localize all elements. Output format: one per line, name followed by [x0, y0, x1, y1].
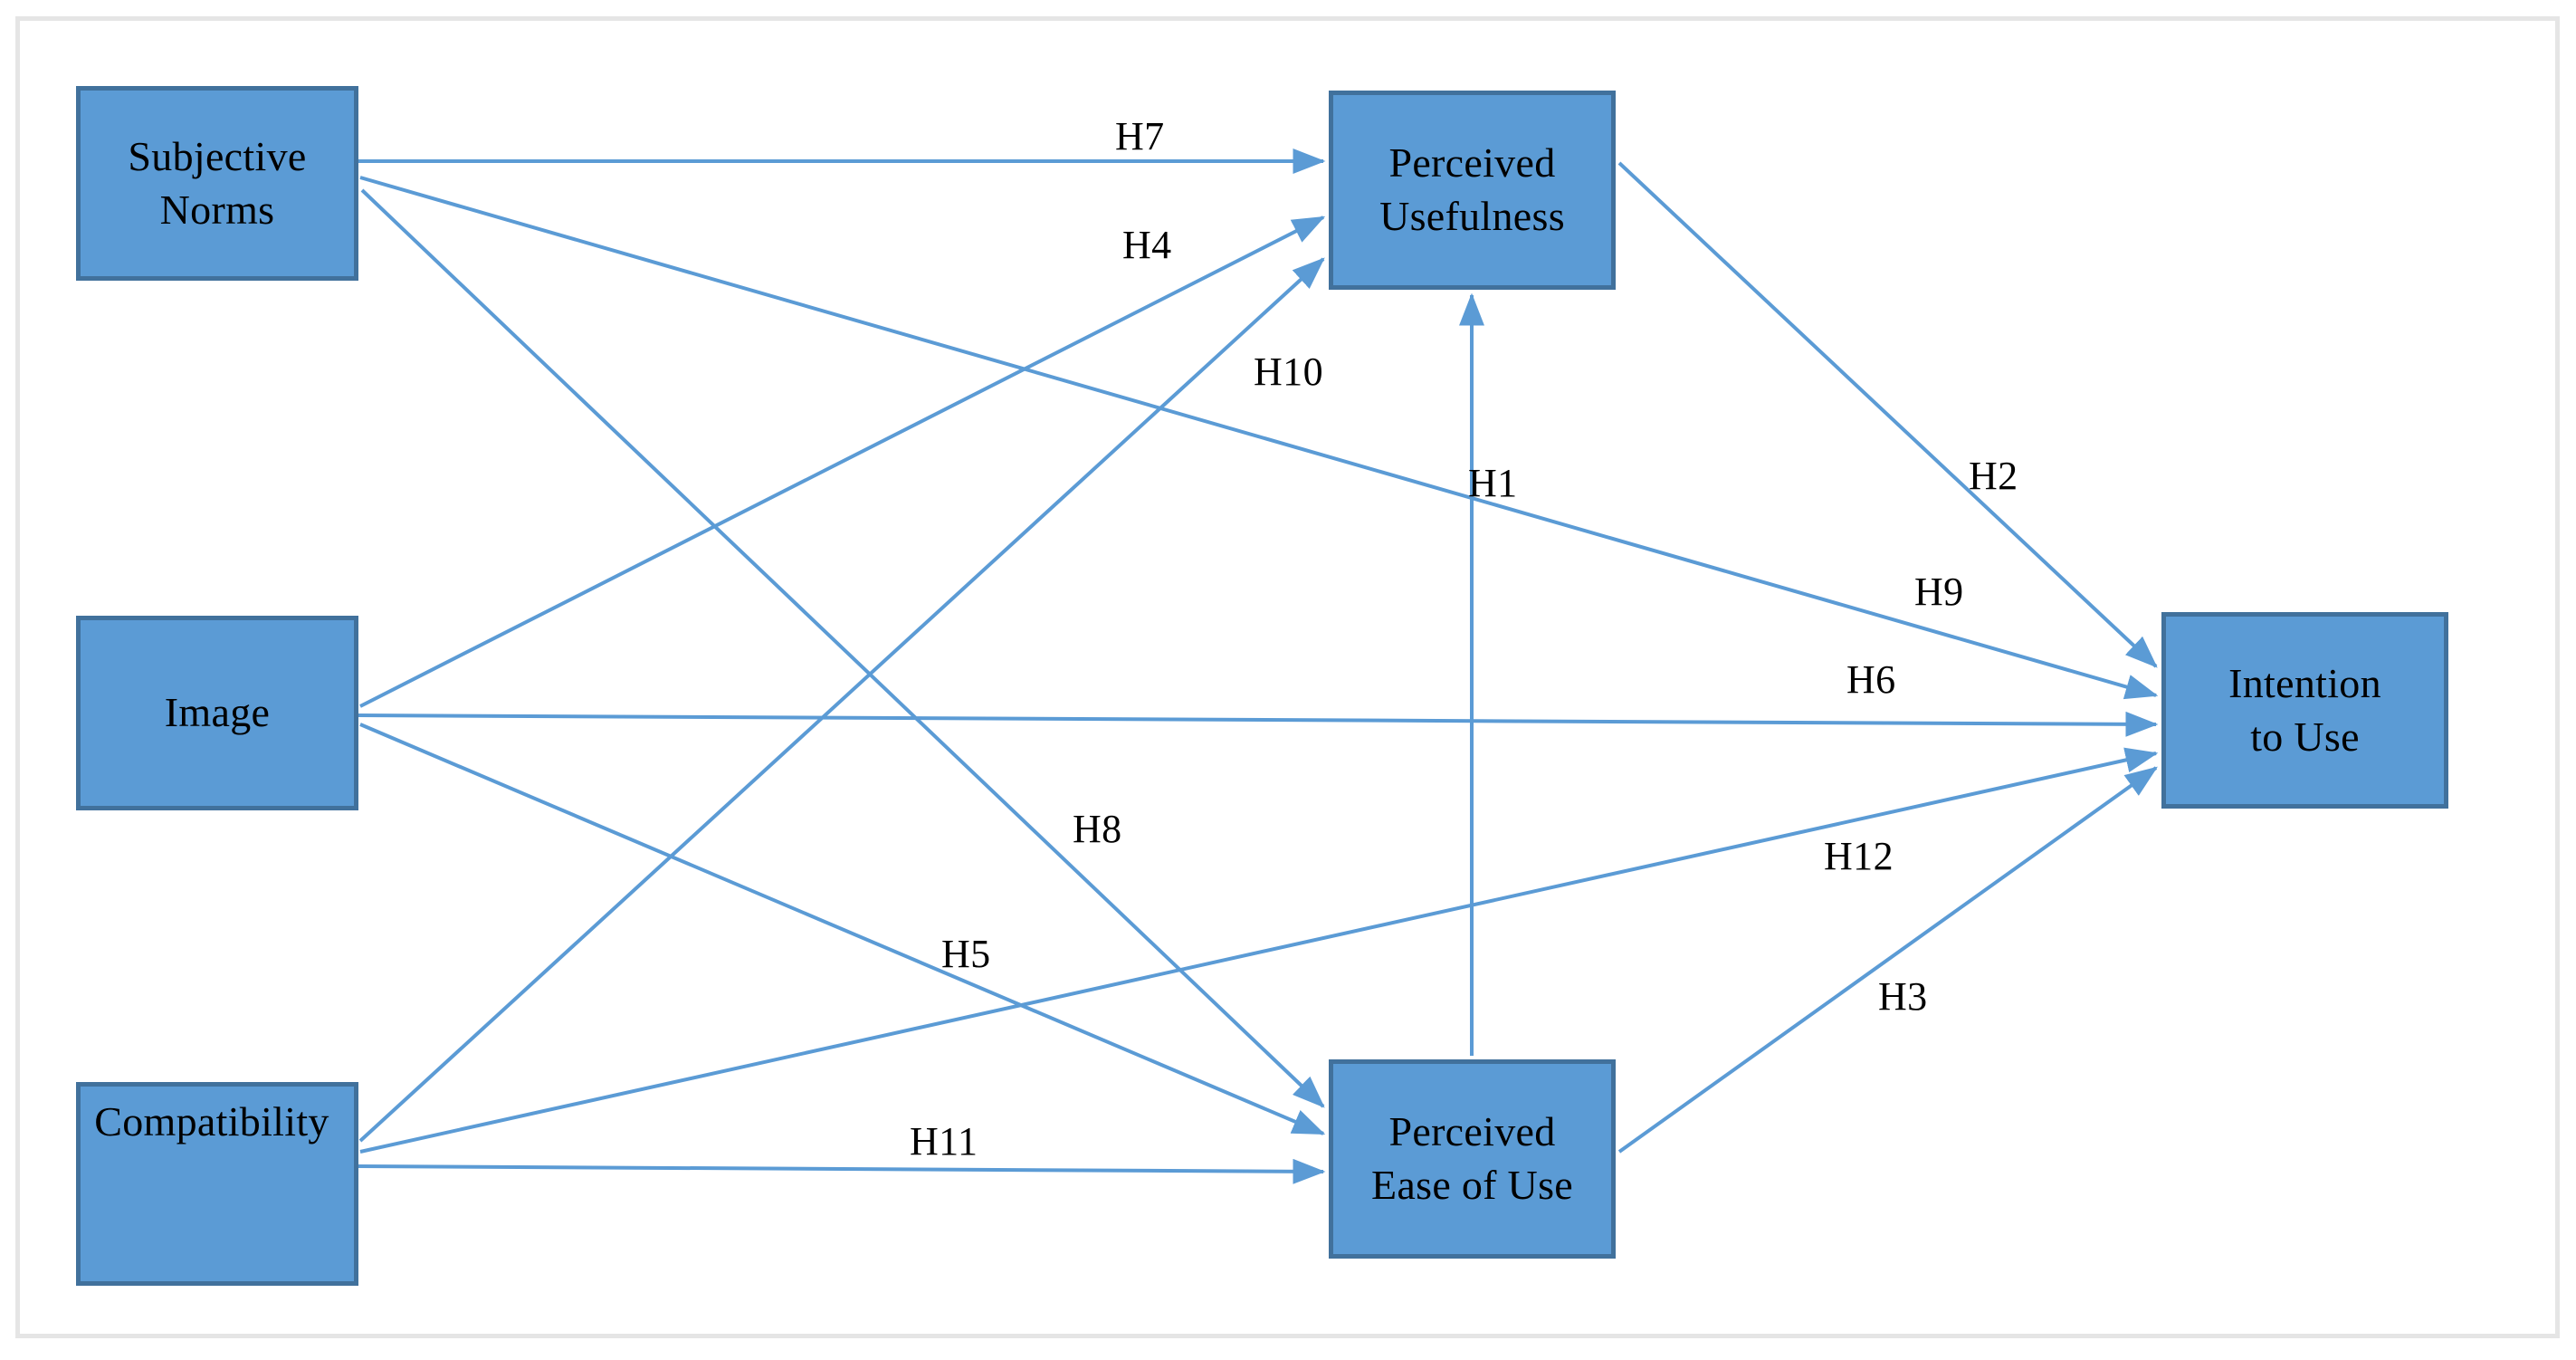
node-compatibility[interactable]: Compatibility — [76, 1082, 358, 1286]
edge-label-h2: H2 — [1969, 454, 2018, 498]
node-label-intention-to-use: Intention to Use — [2228, 659, 2381, 760]
edge-h2 — [1617, 161, 2158, 668]
edge-h11 — [358, 1158, 1326, 1184]
node-intention-to-use[interactable]: Intention to Use — [2161, 612, 2448, 809]
edge-label-h4: H4 — [1122, 223, 1172, 267]
node-label-compatibility: Compatibility — [94, 1098, 329, 1145]
edge-label-h6: H6 — [1846, 657, 1896, 702]
node-label-subjective-norms: Subjective Norms — [128, 132, 307, 233]
node-image[interactable]: Image — [76, 616, 358, 810]
node-perceived-ease-of-use[interactable]: Perceived Ease of Use — [1329, 1059, 1616, 1259]
edge-label-h5: H5 — [941, 932, 991, 976]
edge-h9 — [359, 176, 2159, 700]
edge-label-h7: H7 — [1115, 114, 1165, 158]
edge-label-h11: H11 — [910, 1119, 978, 1164]
node-label-perceived-usefulness: Perceived Usefulness — [1379, 139, 1565, 239]
node-label-perceived-ease-of-use: Perceived Ease of Use — [1371, 1108, 1573, 1208]
node-label-image: Image — [164, 689, 271, 736]
edge-h3 — [1617, 766, 2158, 1154]
edge-h4 — [359, 215, 1326, 708]
edge-h6 — [358, 711, 2159, 737]
edge-h12 — [359, 747, 2159, 1154]
node-subjective-norms[interactable]: Subjective Norms — [76, 86, 358, 281]
edge-label-h3: H3 — [1878, 974, 1928, 1019]
node-perceived-usefulness[interactable]: Perceived Usefulness — [1329, 91, 1616, 290]
edge-h8 — [360, 188, 1325, 1108]
edge-h5 — [359, 723, 1326, 1135]
edge-label-h12: H12 — [1824, 834, 1894, 878]
edge-label-h8: H8 — [1073, 807, 1122, 851]
edge-h10 — [358, 257, 1325, 1143]
edge-label-h1: H1 — [1468, 461, 1518, 505]
edge-label-h9: H9 — [1914, 570, 1964, 614]
edge-label-h10: H10 — [1254, 350, 1323, 394]
